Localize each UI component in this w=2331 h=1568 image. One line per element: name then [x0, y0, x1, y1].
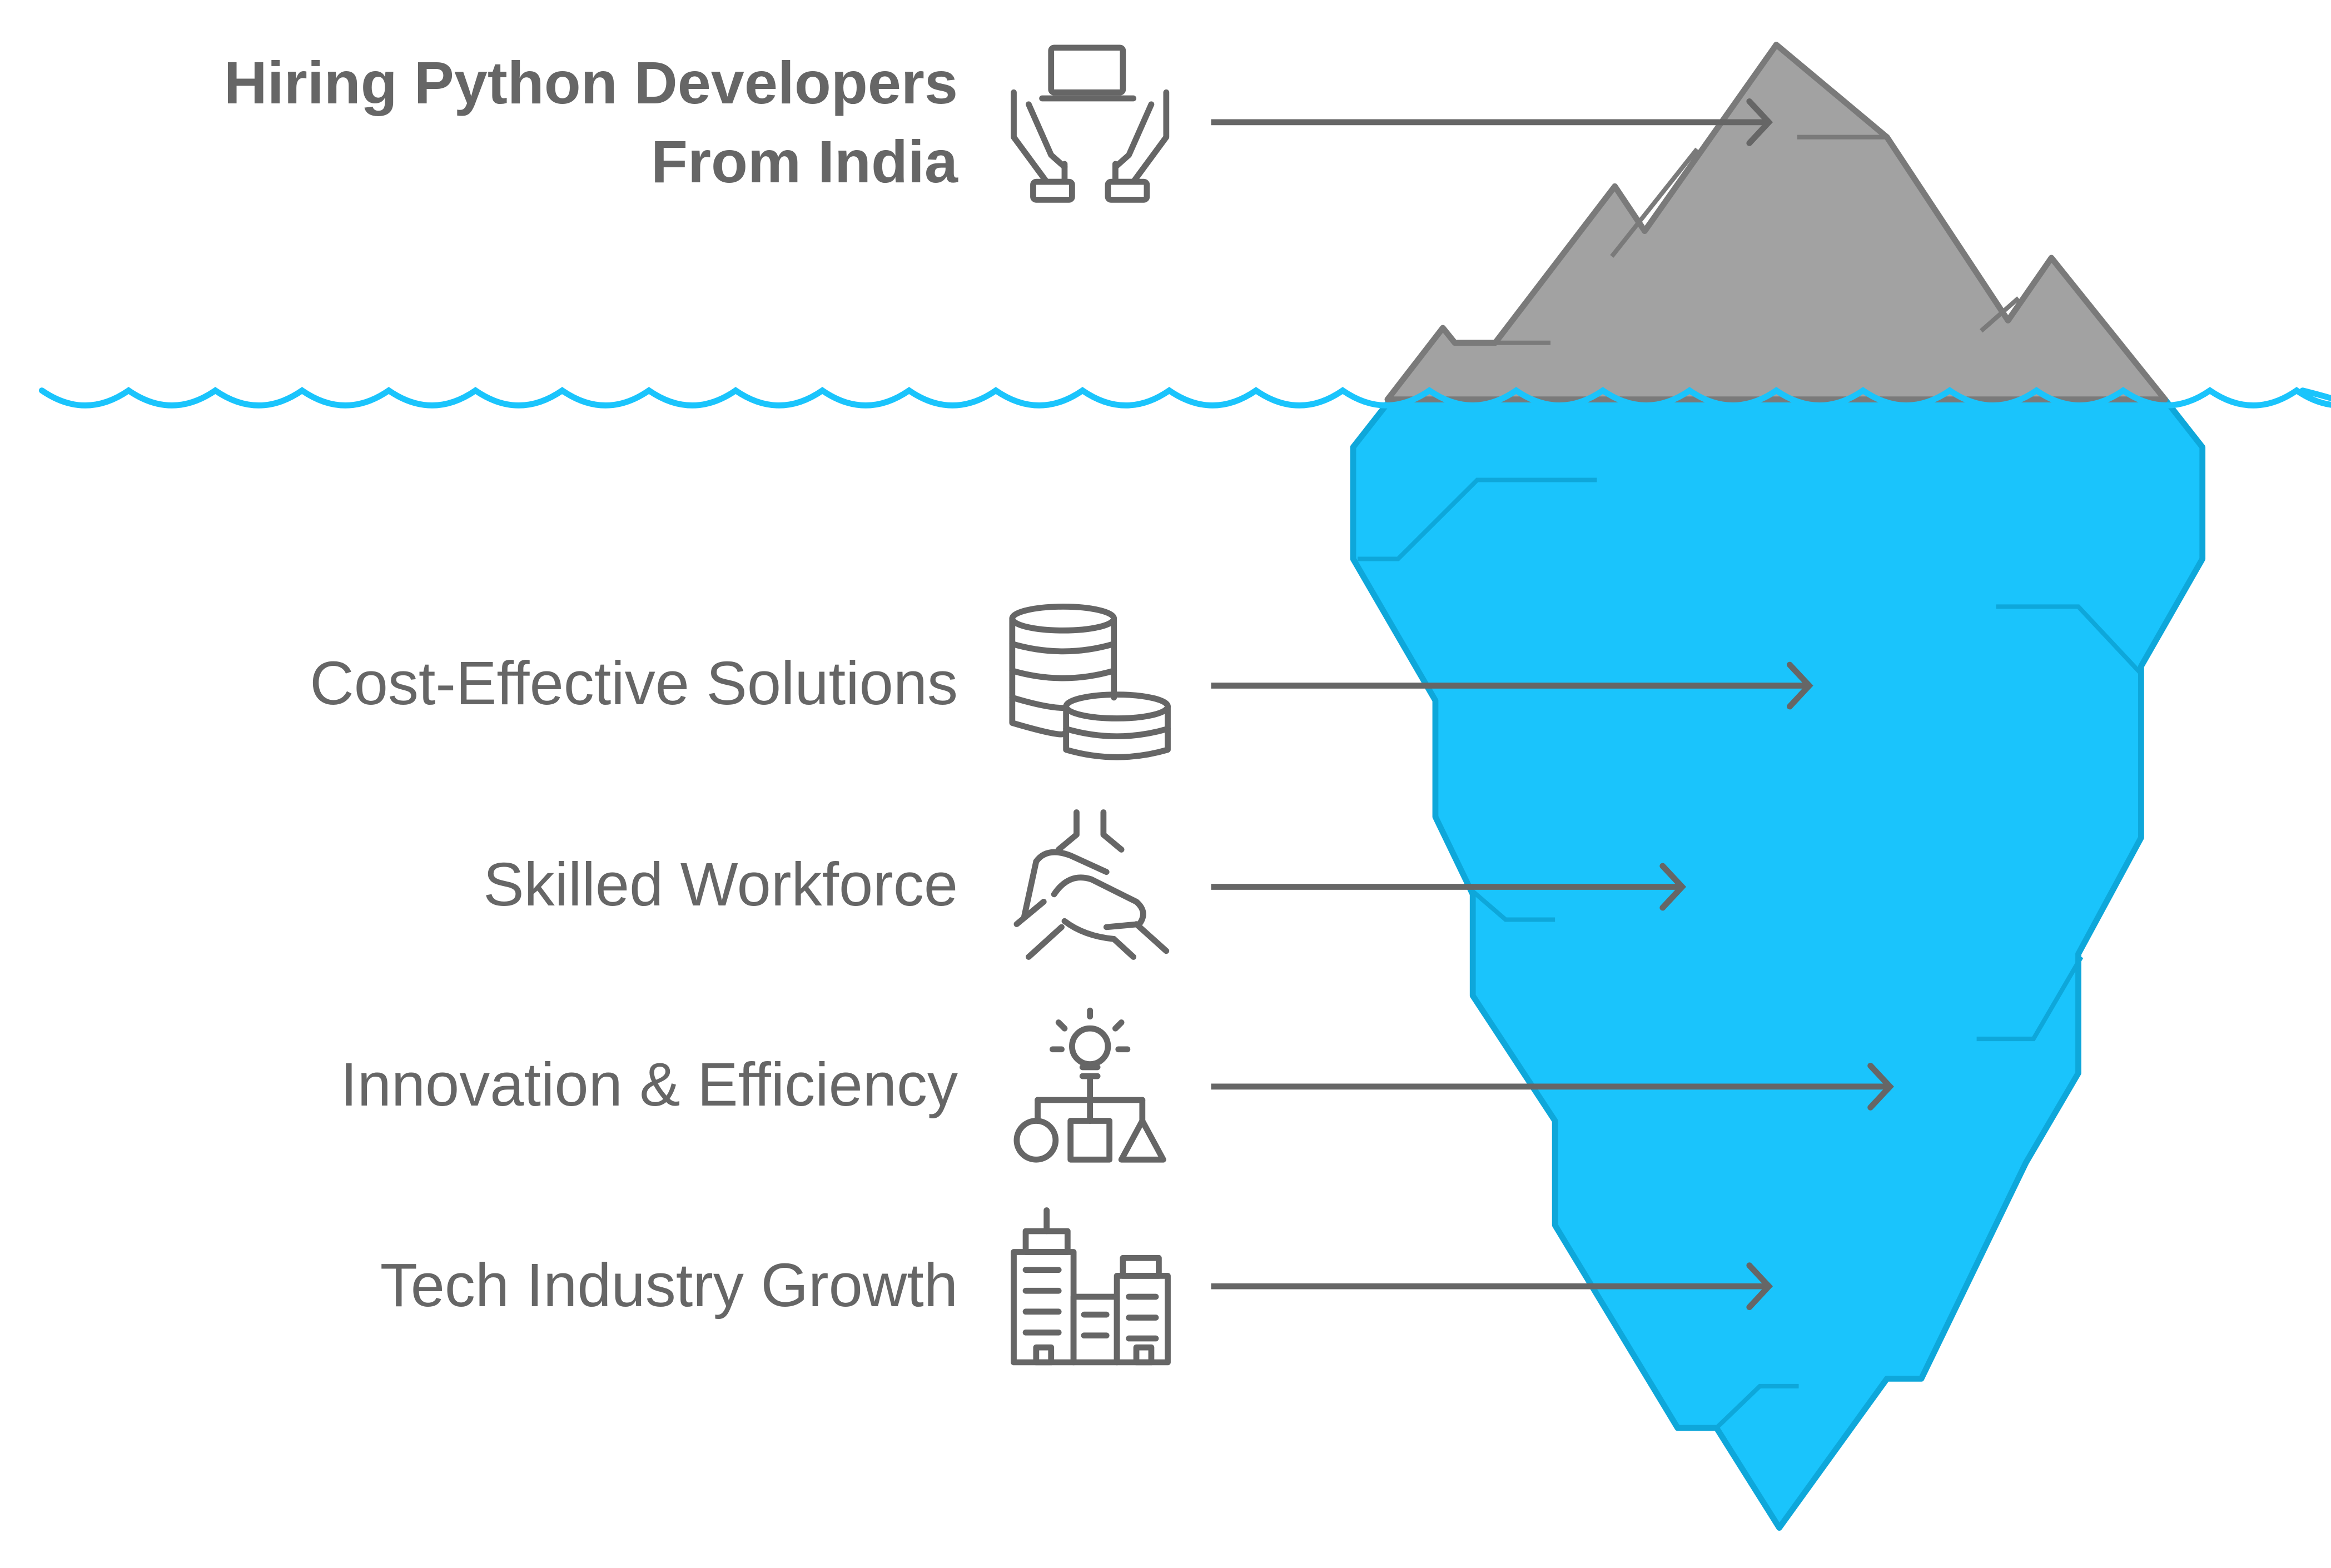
top-label: Hiring Python Developers From India: [180, 43, 958, 201]
coins-stack-icon: [1009, 604, 1171, 760]
arrow-innovation: [1211, 1062, 1894, 1111]
iceberg-underwater: [1350, 396, 2206, 1531]
iceberg-tip: [1384, 42, 2168, 403]
item-label-tech-growth: Tech Industry Growth: [380, 1251, 958, 1320]
top-label-line1: Hiring Python Developers: [223, 49, 958, 116]
handshake-icon: [1013, 809, 1170, 960]
idea-shapes-icon: [1013, 1007, 1166, 1163]
water-line: [38, 387, 2331, 409]
item-label-innovation: Innovation & Efficiency: [340, 1051, 958, 1119]
top-label-line2: From India: [650, 128, 958, 195]
arrow-top: [1211, 98, 1773, 146]
item-label-skilled-workforce: Skilled Workforce: [483, 850, 958, 919]
water-wave-path: [38, 387, 2331, 409]
city-buildings-icon: [1011, 1207, 1171, 1366]
arrow-cost: [1211, 661, 1813, 710]
arrow-growth: [1211, 1262, 1773, 1311]
item-label-cost-effective: Cost-Effective Solutions: [310, 649, 958, 718]
hands-holding-laptop-icon: [1011, 44, 1170, 203]
arrow-skilled: [1211, 863, 1687, 911]
